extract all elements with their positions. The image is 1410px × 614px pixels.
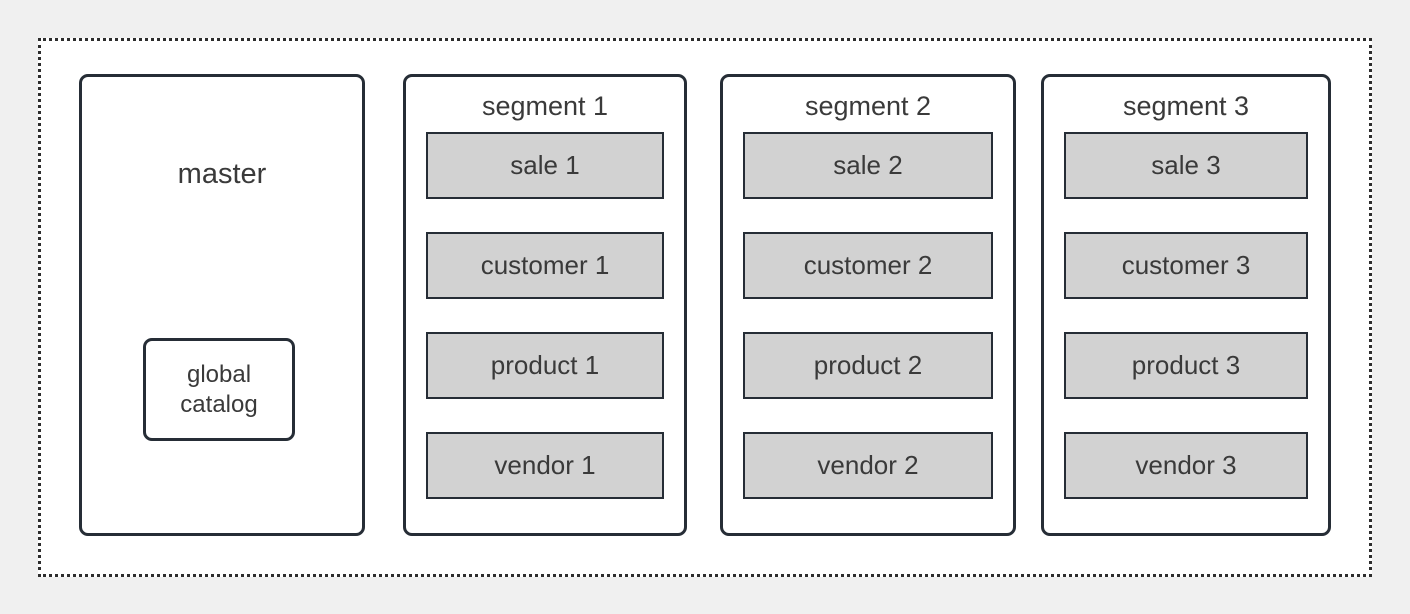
segment-3-title: segment 3: [1122, 91, 1250, 121]
entity-box-customer-1: customer 1: [426, 232, 664, 299]
entity-box-vendor-1: vendor 1: [426, 432, 664, 499]
segment-box-1: segment 1 sale 1 customer 1 product 1 ve…: [403, 74, 687, 536]
segment-box-2: segment 2 sale 2 customer 2 product 2 ve…: [720, 74, 1016, 536]
entity-box-product-3: product 3: [1064, 332, 1308, 399]
entity-box-product-2: product 2: [743, 332, 993, 399]
segment-2-title: segment 2: [804, 91, 932, 121]
master-label: master: [177, 158, 267, 190]
global-catalog-box: global catalog: [143, 338, 295, 441]
segment-1-title: segment 1: [481, 91, 609, 121]
entity-box-vendor-3: vendor 3: [1064, 432, 1308, 499]
entity-box-sale-1: sale 1: [426, 132, 664, 199]
entity-box-product-1: product 1: [426, 332, 664, 399]
master-box: master global catalog: [79, 74, 365, 536]
diagram-boundary: master global catalog segment 1 sale 1 c…: [38, 38, 1372, 577]
segment-box-3: segment 3 sale 3 customer 3 product 3 ve…: [1041, 74, 1331, 536]
entity-box-customer-2: customer 2: [743, 232, 993, 299]
entity-box-customer-3: customer 3: [1064, 232, 1308, 299]
entity-box-vendor-2: vendor 2: [743, 432, 993, 499]
entity-box-sale-3: sale 3: [1064, 132, 1308, 199]
entity-box-sale-2: sale 2: [743, 132, 993, 199]
